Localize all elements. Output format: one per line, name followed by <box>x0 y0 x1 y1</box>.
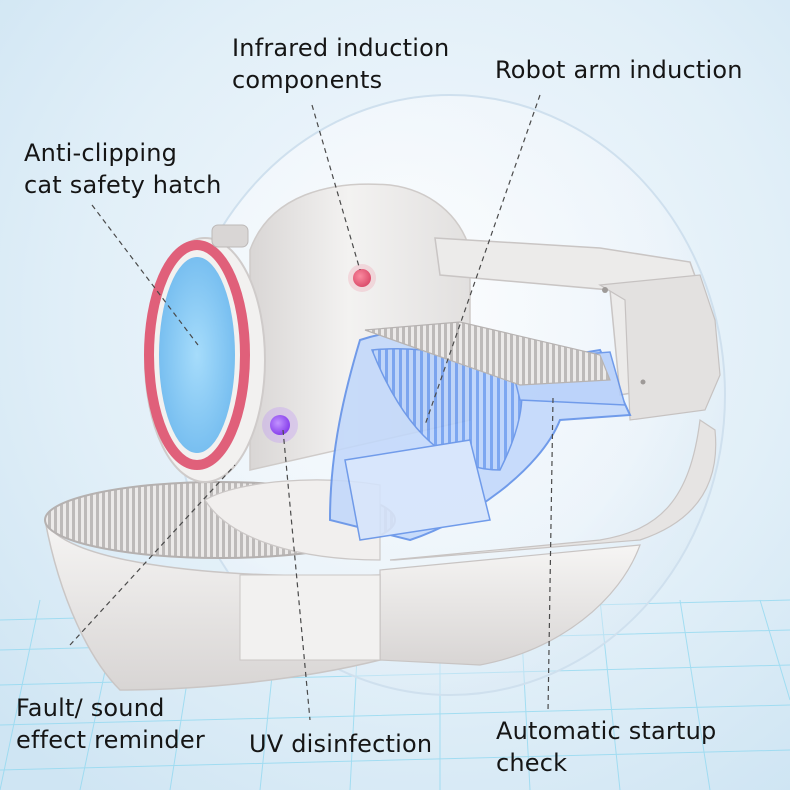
leader-lines <box>69 94 554 721</box>
leader-infrared <box>311 104 361 271</box>
top-tray <box>364 321 611 386</box>
leader-startup <box>547 397 554 713</box>
label-hatch-line1: Anti-clipping <box>24 139 178 167</box>
infrared-sensor-glow <box>348 264 376 292</box>
uv-lamp-dot <box>270 415 290 435</box>
label-hatch-line2: cat safety hatch <box>24 171 222 199</box>
label-safety-hatch: Anti-clipping cat safety hatch <box>24 137 222 201</box>
leader-fault <box>69 464 236 646</box>
leader-hatch <box>91 204 199 346</box>
label-uv-line1: UV disinfection <box>249 730 433 758</box>
drawer-screw <box>602 287 608 293</box>
label-automatic-startup: Automatic startup check <box>496 715 716 779</box>
label-infrared-induction: Infrared induction components <box>232 32 449 96</box>
label-infrared-line1: Infrared induction <box>232 34 450 62</box>
label-robot-arm-induction: Robot arm induction <box>495 54 743 86</box>
label-fault-sound: Fault/ sound effect reminder <box>16 692 205 756</box>
label-startup-line1: Automatic startup <box>496 717 717 745</box>
drawer-screw <box>640 379 646 385</box>
infrared-sensor-dot <box>353 269 371 287</box>
label-uv-disinfection: UV disinfection <box>249 728 432 760</box>
leader-uv <box>282 429 311 721</box>
label-infrared-line2: components <box>232 66 383 94</box>
label-robot-line1: Robot arm induction <box>495 56 743 84</box>
label-fault-line2: effect reminder <box>16 726 205 754</box>
lower-bowl-right <box>389 418 717 561</box>
safety-hatch <box>144 224 266 483</box>
label-fault-line1: Fault/ sound <box>16 694 165 722</box>
lower-bowl-body <box>379 544 641 666</box>
leader-robot-arm <box>424 94 541 426</box>
waste-drawer-lip <box>598 274 721 421</box>
uv-lamp-glow <box>262 407 298 443</box>
label-startup-line2: check <box>496 749 568 777</box>
base-panel <box>239 574 381 661</box>
